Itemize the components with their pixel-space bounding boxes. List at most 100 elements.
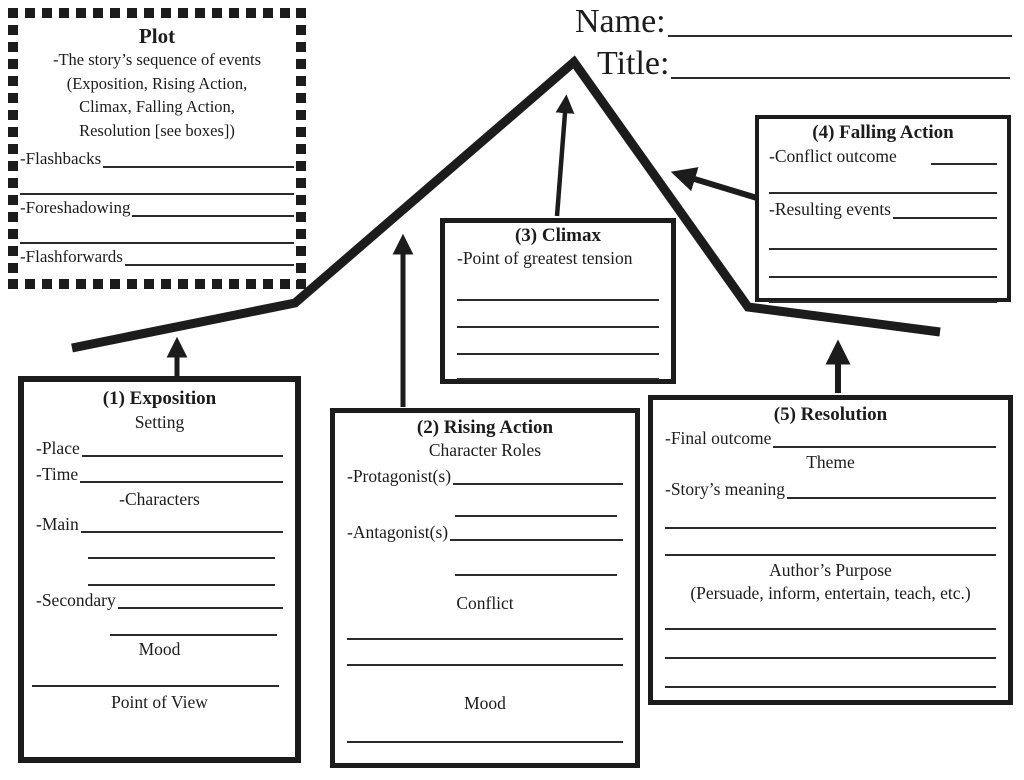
exposition-box: (1) Exposition Setting -Place -Time -Cha… bbox=[18, 376, 301, 763]
plot-desc-line: -The story’s sequence of events bbox=[52, 50, 261, 69]
resolution-box: (5) Resolution -Final outcome Theme -Sto… bbox=[648, 395, 1013, 705]
main-characters-field: -Main bbox=[36, 512, 283, 536]
main-label: -Main bbox=[36, 514, 79, 534]
write-line bbox=[32, 660, 279, 687]
plot-desc-line: Climax, Falling Action, bbox=[79, 97, 235, 116]
write-line bbox=[773, 446, 996, 448]
foreshadowing-label: -Foreshadowing bbox=[20, 198, 131, 217]
write-line bbox=[457, 328, 659, 355]
conflict-outcome-field: -Conflict outcome bbox=[769, 144, 997, 168]
write-line bbox=[457, 277, 659, 301]
secondary-label: -Secondary bbox=[36, 590, 116, 610]
climax-box: (3) Climax -Point of greatest tension bbox=[440, 218, 676, 384]
write-line bbox=[457, 301, 659, 328]
write-line bbox=[117, 607, 283, 609]
falling-action-title: (4) Falling Action bbox=[812, 122, 954, 143]
flashbacks-label: -Flashbacks bbox=[20, 149, 102, 168]
write-line bbox=[931, 163, 997, 165]
write-line bbox=[769, 250, 997, 278]
write-line bbox=[453, 483, 623, 485]
write-line bbox=[103, 166, 294, 168]
plot-desc-line: (Exposition, Rising Action, bbox=[66, 73, 248, 93]
setting-heading: Setting bbox=[134, 412, 185, 432]
falling-action-box: (4) Falling Action -Conflict outcome -Re… bbox=[755, 115, 1011, 303]
write-line bbox=[80, 481, 283, 483]
time-field: -Time bbox=[36, 462, 283, 486]
resolution-title: (5) Resolution bbox=[773, 404, 888, 425]
authors-purpose-examples: (Persuade, inform, entertain, teach, etc… bbox=[690, 583, 971, 603]
authors-purpose-heading: Author’s Purpose bbox=[769, 560, 892, 580]
place-label: -Place bbox=[36, 438, 80, 458]
plot-desc-line: Resolution [see boxes]) bbox=[79, 120, 235, 140]
dotted-border-top bbox=[8, 8, 306, 18]
time-label: -Time bbox=[36, 464, 79, 484]
write-line bbox=[665, 529, 996, 556]
plot-line bbox=[71, 55, 941, 353]
write-line bbox=[769, 168, 997, 194]
write-line bbox=[88, 536, 275, 559]
name-field: Name: bbox=[575, 4, 1012, 40]
write-line bbox=[347, 640, 623, 666]
falling-action-arrow bbox=[670, 167, 758, 201]
exposition-title: (1) Exposition bbox=[102, 388, 217, 409]
protagonist-field: -Protagonist(s) bbox=[347, 464, 623, 488]
final-outcome-label: -Final outcome bbox=[665, 428, 772, 448]
theme-heading: Theme bbox=[806, 452, 855, 472]
antagonist-field: -Antagonist(s) bbox=[347, 520, 623, 544]
conflict-heading: Conflict bbox=[456, 593, 514, 613]
write-line bbox=[665, 502, 996, 529]
write-line bbox=[80, 531, 283, 533]
write-line bbox=[110, 612, 277, 636]
write-line bbox=[124, 264, 294, 266]
flashforwards-field: -Flashforwards bbox=[20, 244, 294, 269]
dotted-border-left bbox=[8, 8, 18, 289]
mood-heading: Mood bbox=[464, 693, 506, 713]
title-label: Title: bbox=[597, 45, 670, 82]
characters-heading: -Characters bbox=[119, 489, 200, 509]
write-line bbox=[81, 455, 283, 457]
storys-meaning-label: -Story’s meaning bbox=[665, 479, 786, 499]
write-line bbox=[347, 714, 623, 743]
write-line bbox=[457, 355, 659, 380]
write-line bbox=[88, 559, 275, 586]
foreshadowing-field: -Foreshadowing bbox=[20, 195, 294, 220]
write-line bbox=[769, 222, 997, 250]
name-write-line bbox=[667, 35, 1012, 37]
title-write-line bbox=[671, 77, 1010, 79]
resulting-events-label: -Resulting events bbox=[769, 199, 891, 219]
title-field: Title: bbox=[597, 46, 1010, 82]
resulting-events-field: -Resulting events bbox=[769, 196, 997, 222]
storys-meaning-field: -Story’s meaning bbox=[665, 477, 996, 502]
conflict-outcome-label: -Conflict outcome bbox=[769, 146, 897, 166]
write-line bbox=[455, 488, 617, 517]
climax-description: -Point of greatest tension bbox=[457, 248, 633, 268]
antagonist-label: -Antagonist(s) bbox=[347, 522, 449, 542]
dotted-border-bottom bbox=[8, 279, 306, 289]
write-line bbox=[347, 614, 623, 640]
plot-definition-box: Plot -The story’s sequence of events (Ex… bbox=[8, 8, 306, 289]
rising-action-title: (2) Rising Action bbox=[416, 417, 554, 438]
write-line bbox=[787, 497, 996, 499]
write-line bbox=[450, 539, 623, 541]
write-line bbox=[455, 544, 617, 576]
write-line bbox=[769, 278, 997, 303]
write-line bbox=[20, 220, 294, 244]
final-outcome-field: -Final outcome bbox=[665, 426, 996, 451]
point-of-view-heading: Point of View bbox=[111, 692, 208, 712]
write-line bbox=[20, 171, 294, 195]
place-field: -Place bbox=[36, 436, 283, 460]
climax-title: (3) Climax bbox=[514, 225, 601, 246]
write-line bbox=[893, 217, 997, 219]
protagonist-label: -Protagonist(s) bbox=[347, 466, 452, 486]
flashforwards-label: -Flashforwards bbox=[20, 247, 123, 266]
write-line bbox=[665, 605, 996, 630]
plot-title: Plot bbox=[138, 24, 176, 48]
character-roles-heading: Character Roles bbox=[428, 440, 542, 460]
write-line bbox=[665, 630, 996, 659]
flashbacks-field: -Flashbacks bbox=[20, 146, 294, 171]
mood-heading: Mood bbox=[138, 639, 181, 659]
dotted-border-right bbox=[296, 8, 306, 289]
secondary-characters-field: -Secondary bbox=[36, 588, 283, 612]
